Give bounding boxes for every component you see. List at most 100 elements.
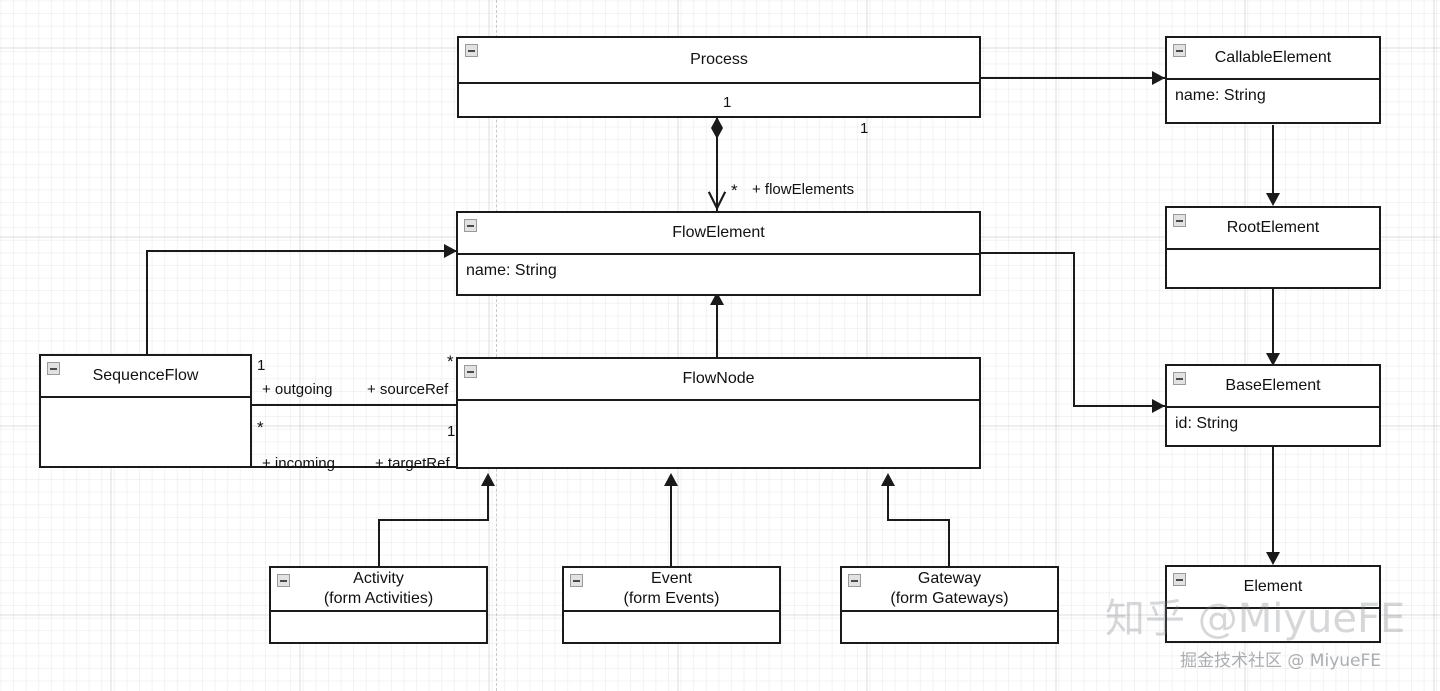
class-attributes-process bbox=[459, 84, 979, 89]
arrowhead-rootelement-to-baseelement bbox=[1266, 353, 1280, 366]
class-attributes-flowelement: name: String bbox=[466, 262, 557, 279]
watermark-main: 知乎 @MiyueFE bbox=[1105, 596, 1406, 642]
class-box-gateway[interactable]: Gateway (form Gateways) bbox=[840, 566, 1059, 644]
class-header-rootelement: RootElement bbox=[1167, 208, 1379, 250]
class-box-process[interactable]: Process bbox=[457, 36, 981, 118]
class-box-element[interactable]: Element bbox=[1165, 565, 1381, 643]
collapse-minus-icon[interactable] bbox=[1173, 573, 1186, 586]
arrowhead-activity-to-flownode bbox=[481, 473, 495, 486]
collapse-minus-icon[interactable] bbox=[848, 574, 861, 587]
edge-baseelement-to-element bbox=[1272, 447, 1274, 561]
edge-gateway-to-flownode-lower bbox=[948, 519, 950, 568]
class-header-element: Element bbox=[1167, 567, 1379, 609]
class-header-callableelement: CallableElement bbox=[1167, 38, 1379, 80]
collapse-minus-icon[interactable] bbox=[277, 574, 290, 587]
role-outgoing: + outgoing bbox=[262, 381, 333, 398]
class-box-flowelement[interactable]: FlowElement name: String bbox=[456, 211, 981, 296]
edge-process-to-flowelement bbox=[716, 118, 718, 214]
edge-gateway-to-flownode-upper bbox=[887, 477, 889, 521]
class-header-sequenceflow: SequenceFlow bbox=[41, 356, 250, 398]
class-title-flowelement: FlowElement bbox=[672, 224, 765, 241]
edge-incoming-targetref bbox=[251, 466, 458, 468]
open-arrowhead-flowelements bbox=[707, 191, 727, 210]
class-box-baseelement[interactable]: BaseElement id: String bbox=[1165, 364, 1381, 447]
edge-flowelement-to-baseelement-top bbox=[981, 252, 1075, 254]
arrowhead-event-to-flownode bbox=[664, 473, 678, 486]
edge-flowelement-to-baseelement-bottom bbox=[1073, 405, 1165, 407]
class-attributes-event bbox=[564, 612, 779, 617]
multiplicity-outgoing: 1 bbox=[257, 357, 266, 374]
edge-event-to-flownode bbox=[670, 477, 672, 568]
class-box-activity[interactable]: Activity (form Activities) bbox=[269, 566, 488, 644]
class-attributes-rootelement bbox=[1167, 250, 1379, 255]
class-attributes-sequenceflow bbox=[41, 398, 250, 403]
collapse-minus-icon[interactable] bbox=[1173, 214, 1186, 227]
class-header-gateway: Gateway (form Gateways) bbox=[842, 568, 1057, 612]
class-title-flownode: FlowNode bbox=[682, 370, 755, 387]
arrowhead-flowelement-to-baseelement bbox=[1152, 399, 1165, 413]
class-attributes-gateway bbox=[842, 612, 1057, 617]
role-flowelements: + flowElements bbox=[752, 181, 855, 198]
class-box-sequenceflow[interactable]: SequenceFlow bbox=[39, 354, 252, 468]
arrowhead-callableelement-to-rootelement bbox=[1266, 193, 1280, 206]
multiplicity-targetref: 1 bbox=[447, 423, 456, 440]
multiplicity-incoming: * bbox=[257, 418, 264, 437]
class-box-event[interactable]: Event (form Events) bbox=[562, 566, 781, 644]
collapse-minus-icon[interactable] bbox=[570, 574, 583, 587]
role-targetref: + targetRef bbox=[375, 455, 450, 472]
collapse-minus-icon[interactable] bbox=[464, 219, 477, 232]
arrowhead-process-to-callableelement bbox=[1152, 71, 1165, 85]
edge-sequenceflow-to-flowelement-vert bbox=[146, 250, 148, 354]
class-header-process: Process bbox=[459, 38, 979, 84]
multiplicity-sourceref: * bbox=[447, 352, 454, 371]
role-sourceref: + sourceRef bbox=[367, 381, 449, 398]
arrowhead-baseelement-to-element bbox=[1266, 552, 1280, 565]
class-title-activity: Activity (form Activities) bbox=[323, 570, 434, 607]
collapse-minus-icon[interactable] bbox=[465, 44, 478, 57]
multiplicity-flowelements: * bbox=[731, 181, 738, 200]
edge-activity-to-flownode-upper bbox=[487, 477, 489, 521]
class-title-baseelement: BaseElement bbox=[1225, 377, 1321, 394]
edge-callableelement-to-rootelement bbox=[1272, 125, 1274, 198]
class-title-process: Process bbox=[690, 51, 748, 68]
collapse-minus-icon[interactable] bbox=[1173, 372, 1186, 385]
edge-outgoing-sourceref bbox=[251, 404, 458, 406]
class-header-baseelement: BaseElement bbox=[1167, 366, 1379, 408]
alignment-guide bbox=[496, 0, 497, 691]
class-title-rootelement: RootElement bbox=[1226, 219, 1320, 236]
edge-activity-to-flownode-lower bbox=[378, 519, 380, 568]
multiplicity-process-right: 1 bbox=[860, 120, 869, 137]
composition-diamond-process bbox=[711, 117, 723, 139]
edge-sequenceflow-to-flowelement-horiz bbox=[146, 250, 458, 252]
class-title-callableelement: CallableElement bbox=[1214, 49, 1332, 66]
class-attributes-activity bbox=[271, 612, 486, 617]
watermark-sub: 掘金技术社区 @ MiyueFE bbox=[1180, 651, 1382, 671]
arrowhead-gateway-to-flownode bbox=[881, 473, 895, 486]
class-box-callableelement[interactable]: CallableElement name: String bbox=[1165, 36, 1381, 124]
edge-flownode-to-flowelement bbox=[716, 296, 718, 358]
arrowhead-sequenceflow-to-flowelement bbox=[444, 244, 457, 258]
collapse-minus-icon[interactable] bbox=[1173, 44, 1186, 57]
class-title-element: Element bbox=[1243, 578, 1303, 595]
role-incoming: + incoming bbox=[262, 455, 335, 472]
collapse-minus-icon[interactable] bbox=[464, 365, 477, 378]
class-box-rootelement[interactable]: RootElement bbox=[1165, 206, 1381, 289]
edge-rootelement-to-baseelement bbox=[1272, 289, 1274, 360]
class-header-event: Event (form Events) bbox=[564, 568, 779, 612]
class-header-flownode: FlowNode bbox=[458, 359, 979, 401]
class-title-gateway: Gateway (form Gateways) bbox=[890, 570, 1009, 607]
edge-activity-to-flownode-horiz bbox=[378, 519, 488, 521]
class-attributes-baseelement: id: String bbox=[1175, 415, 1239, 432]
edge-process-to-callableelement bbox=[981, 77, 1165, 79]
class-header-flowelement: FlowElement bbox=[458, 213, 979, 255]
collapse-minus-icon[interactable] bbox=[47, 362, 60, 375]
class-attributes-flownode bbox=[458, 401, 979, 406]
class-box-flownode[interactable]: FlowNode bbox=[456, 357, 981, 469]
class-header-activity: Activity (form Activities) bbox=[271, 568, 486, 612]
multiplicity-process-left: 1 bbox=[723, 94, 732, 111]
edge-gateway-to-flownode-horiz bbox=[887, 519, 950, 521]
class-attributes-callableelement: name: String bbox=[1175, 87, 1266, 104]
class-title-event: Event (form Events) bbox=[623, 570, 720, 607]
edge-flowelement-to-baseelement-vert bbox=[1073, 252, 1075, 407]
